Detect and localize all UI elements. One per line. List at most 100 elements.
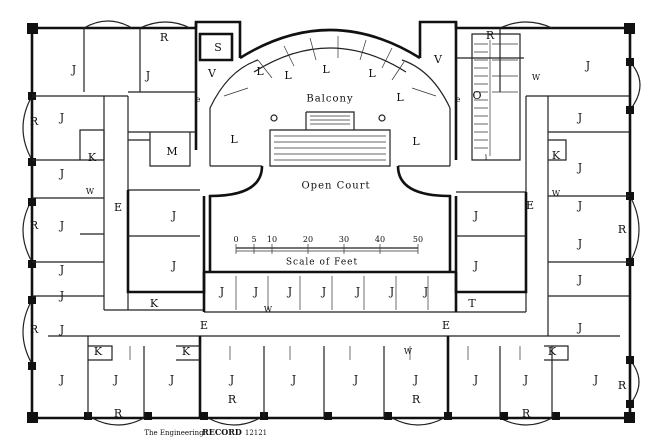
room-letter-L: L — [412, 135, 420, 148]
room-letter-R: R — [114, 407, 123, 420]
room-letter-K: K — [182, 345, 191, 358]
room-letter-R: R — [618, 379, 627, 392]
room-letter-J: J — [577, 111, 582, 124]
credit-record: RECORD — [202, 427, 242, 437]
room-letter-M: M — [166, 145, 177, 158]
room-letter-V: V — [207, 67, 217, 80]
scale-tick-10: 10 — [267, 235, 277, 244]
bottom-rooms — [87, 336, 569, 418]
room-letter-L: L — [256, 65, 264, 78]
room-letter-L: L — [230, 133, 238, 146]
room-letter-J: J — [389, 285, 394, 298]
room-letter-T: T — [468, 297, 476, 310]
room-letter-e: e — [456, 95, 461, 104]
credit-number: 12121 — [245, 429, 267, 437]
corridors — [48, 96, 620, 337]
room-letter-J: J — [59, 373, 64, 386]
room-letter-J: J — [577, 237, 582, 250]
room-letter-J: J — [59, 167, 64, 180]
room-letter-R: R — [228, 393, 237, 406]
room-letter-O: O — [472, 89, 481, 102]
room-letter-J: J — [287, 285, 292, 298]
room-letter-R: R — [30, 115, 39, 128]
scale-tick-30: 30 — [339, 235, 349, 244]
scale-tick-40: 40 — [375, 235, 385, 244]
room-letter-R: R — [160, 31, 169, 44]
room-letter-J: J — [577, 199, 582, 212]
balcony-arc — [194, 22, 458, 167]
room-letter-J: J — [59, 323, 64, 336]
open-court-label: Open Court — [301, 181, 370, 192]
room-letter-J: J — [219, 285, 224, 298]
room-letter-J: J — [577, 321, 582, 334]
piers — [27, 23, 635, 423]
room-letter-K: K — [94, 345, 103, 358]
room-letter-J: J — [593, 373, 598, 386]
scale-tick-50: 50 — [413, 235, 423, 244]
room-letter-J: J — [577, 273, 582, 286]
room-letter-R: R — [412, 393, 421, 406]
room-letter-W: W — [552, 189, 561, 198]
open-court — [204, 165, 456, 274]
room-letter-E: E — [526, 199, 534, 212]
room-letter-L: L — [396, 91, 404, 104]
scale-tick-20: 20 — [303, 235, 313, 244]
room-letter-K: K — [548, 345, 557, 358]
room-letter-J: J — [59, 111, 64, 124]
room-letter-J: J — [253, 285, 258, 298]
room-letter-J: J — [413, 373, 418, 386]
room-letter-K: K — [150, 297, 159, 310]
room-letter-e: e — [196, 95, 201, 104]
engineering-record-credit: The Engineering RECORD 12121 — [144, 427, 267, 437]
room-letter-V: V — [433, 53, 443, 66]
room-letter-R: R — [522, 407, 531, 420]
room-letter-J: J — [59, 263, 64, 276]
room-letter-J: J — [59, 289, 64, 302]
credit-prefix: The Engineering — [144, 429, 204, 437]
room-letter-W: W — [404, 347, 413, 356]
room-letter-J: J — [523, 373, 528, 386]
room-letter-R: R — [486, 29, 495, 42]
room-letter-E: E — [442, 319, 450, 332]
room-letter-J: J — [113, 373, 118, 386]
room-letter-R: R — [30, 323, 39, 336]
room-letter-R: R — [618, 223, 627, 236]
room-letter-L: L — [322, 63, 330, 76]
room-labels: J R J S V M L L L L L L L V R O J W e i … — [30, 29, 627, 420]
room-letter-W: W — [86, 187, 95, 196]
left-wing-rooms — [32, 28, 234, 297]
scale-tick-5: 5 — [251, 235, 256, 244]
room-letter-S: S — [214, 41, 222, 54]
room-letter-J: J — [355, 285, 360, 298]
room-letter-J: J — [577, 161, 582, 174]
room-letter-J: J — [291, 373, 296, 386]
room-letter-J: J — [473, 209, 478, 222]
room-letter-E: E — [200, 319, 208, 332]
room-letter-K: K — [552, 149, 561, 162]
room-letter-J: J — [473, 373, 478, 386]
room-letter-J: J — [423, 285, 428, 298]
room-letter-J: J — [59, 219, 64, 232]
room-letter-W: W — [264, 305, 273, 314]
room-letter-E: E — [114, 201, 122, 214]
room-letter-J: J — [71, 63, 76, 76]
room-letter-W: W — [532, 73, 541, 82]
room-letter-J: J — [169, 373, 174, 386]
room-letter-J: J — [353, 373, 358, 386]
balcony-stair — [269, 111, 391, 167]
scale-bar: 0 5 10 20 30 40 50 Scale of Feet — [233, 235, 423, 268]
room-letter-J: J — [171, 259, 176, 272]
room-letter-R: R — [30, 219, 39, 232]
room-letter-L: L — [284, 69, 292, 82]
right-wing-rooms — [456, 28, 630, 297]
room-letter-J: J — [171, 209, 176, 222]
room-letter-J: J — [473, 259, 478, 272]
room-letter-J: J — [585, 59, 590, 72]
balcony-label: Balcony — [306, 94, 353, 105]
scale-of-feet-label: Scale of Feet — [286, 258, 358, 268]
room-letter-K: K — [88, 151, 97, 164]
room-letter-L: L — [368, 67, 376, 80]
room-letter-J: J — [145, 69, 150, 82]
room-letter-i: i — [485, 153, 488, 162]
